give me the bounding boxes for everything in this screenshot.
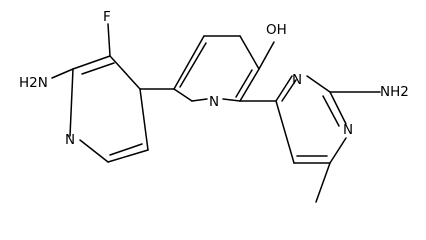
- molecule-diagram: OH N N N NH2 H2N F N: [19, 9, 409, 203]
- bond: [173, 35, 205, 90]
- bond: [322, 95, 340, 127]
- bond: [329, 137, 347, 164]
- fluorine-label: F: [103, 9, 111, 25]
- bond: [275, 100, 295, 164]
- bond: [72, 55, 111, 70]
- hydroxyl-label: OH: [266, 22, 287, 38]
- bond: [107, 149, 149, 163]
- bond: [315, 162, 331, 203]
- atom-labels: OH N N N NH2 H2N F N: [19, 9, 409, 148]
- pyrimidine-top-nitrogen-label: N: [292, 72, 302, 88]
- bond: [109, 55, 141, 90]
- left-pyridine-nitrogen-label: N: [65, 132, 75, 148]
- bond: [139, 88, 149, 151]
- pyridine-amino-label: H2N: [19, 75, 48, 91]
- bond: [222, 98, 241, 102]
- bond: [109, 143, 143, 156]
- central-pyridine-nitrogen-label: N: [209, 94, 219, 110]
- bond: [239, 68, 260, 102]
- pyrimidine-amino-label: NH2: [380, 84, 409, 100]
- bond: [51, 68, 74, 79]
- bond-lines: [51, 23, 381, 203]
- bond: [179, 42, 207, 88]
- bond: [275, 75, 293, 102]
- bond: [235, 69, 253, 98]
- bond: [79, 139, 109, 163]
- bond: [306, 75, 331, 93]
- bond: [329, 91, 347, 125]
- pyrimidine-bottom-nitrogen-label: N: [343, 122, 353, 138]
- bond: [69, 68, 74, 137]
- bond: [173, 88, 193, 102]
- bond: [239, 35, 260, 70]
- bond: [258, 41, 275, 70]
- bond: [191, 98, 208, 102]
- bond: [107, 23, 111, 57]
- bond: [81, 62, 115, 75]
- bond: [281, 79, 297, 102]
